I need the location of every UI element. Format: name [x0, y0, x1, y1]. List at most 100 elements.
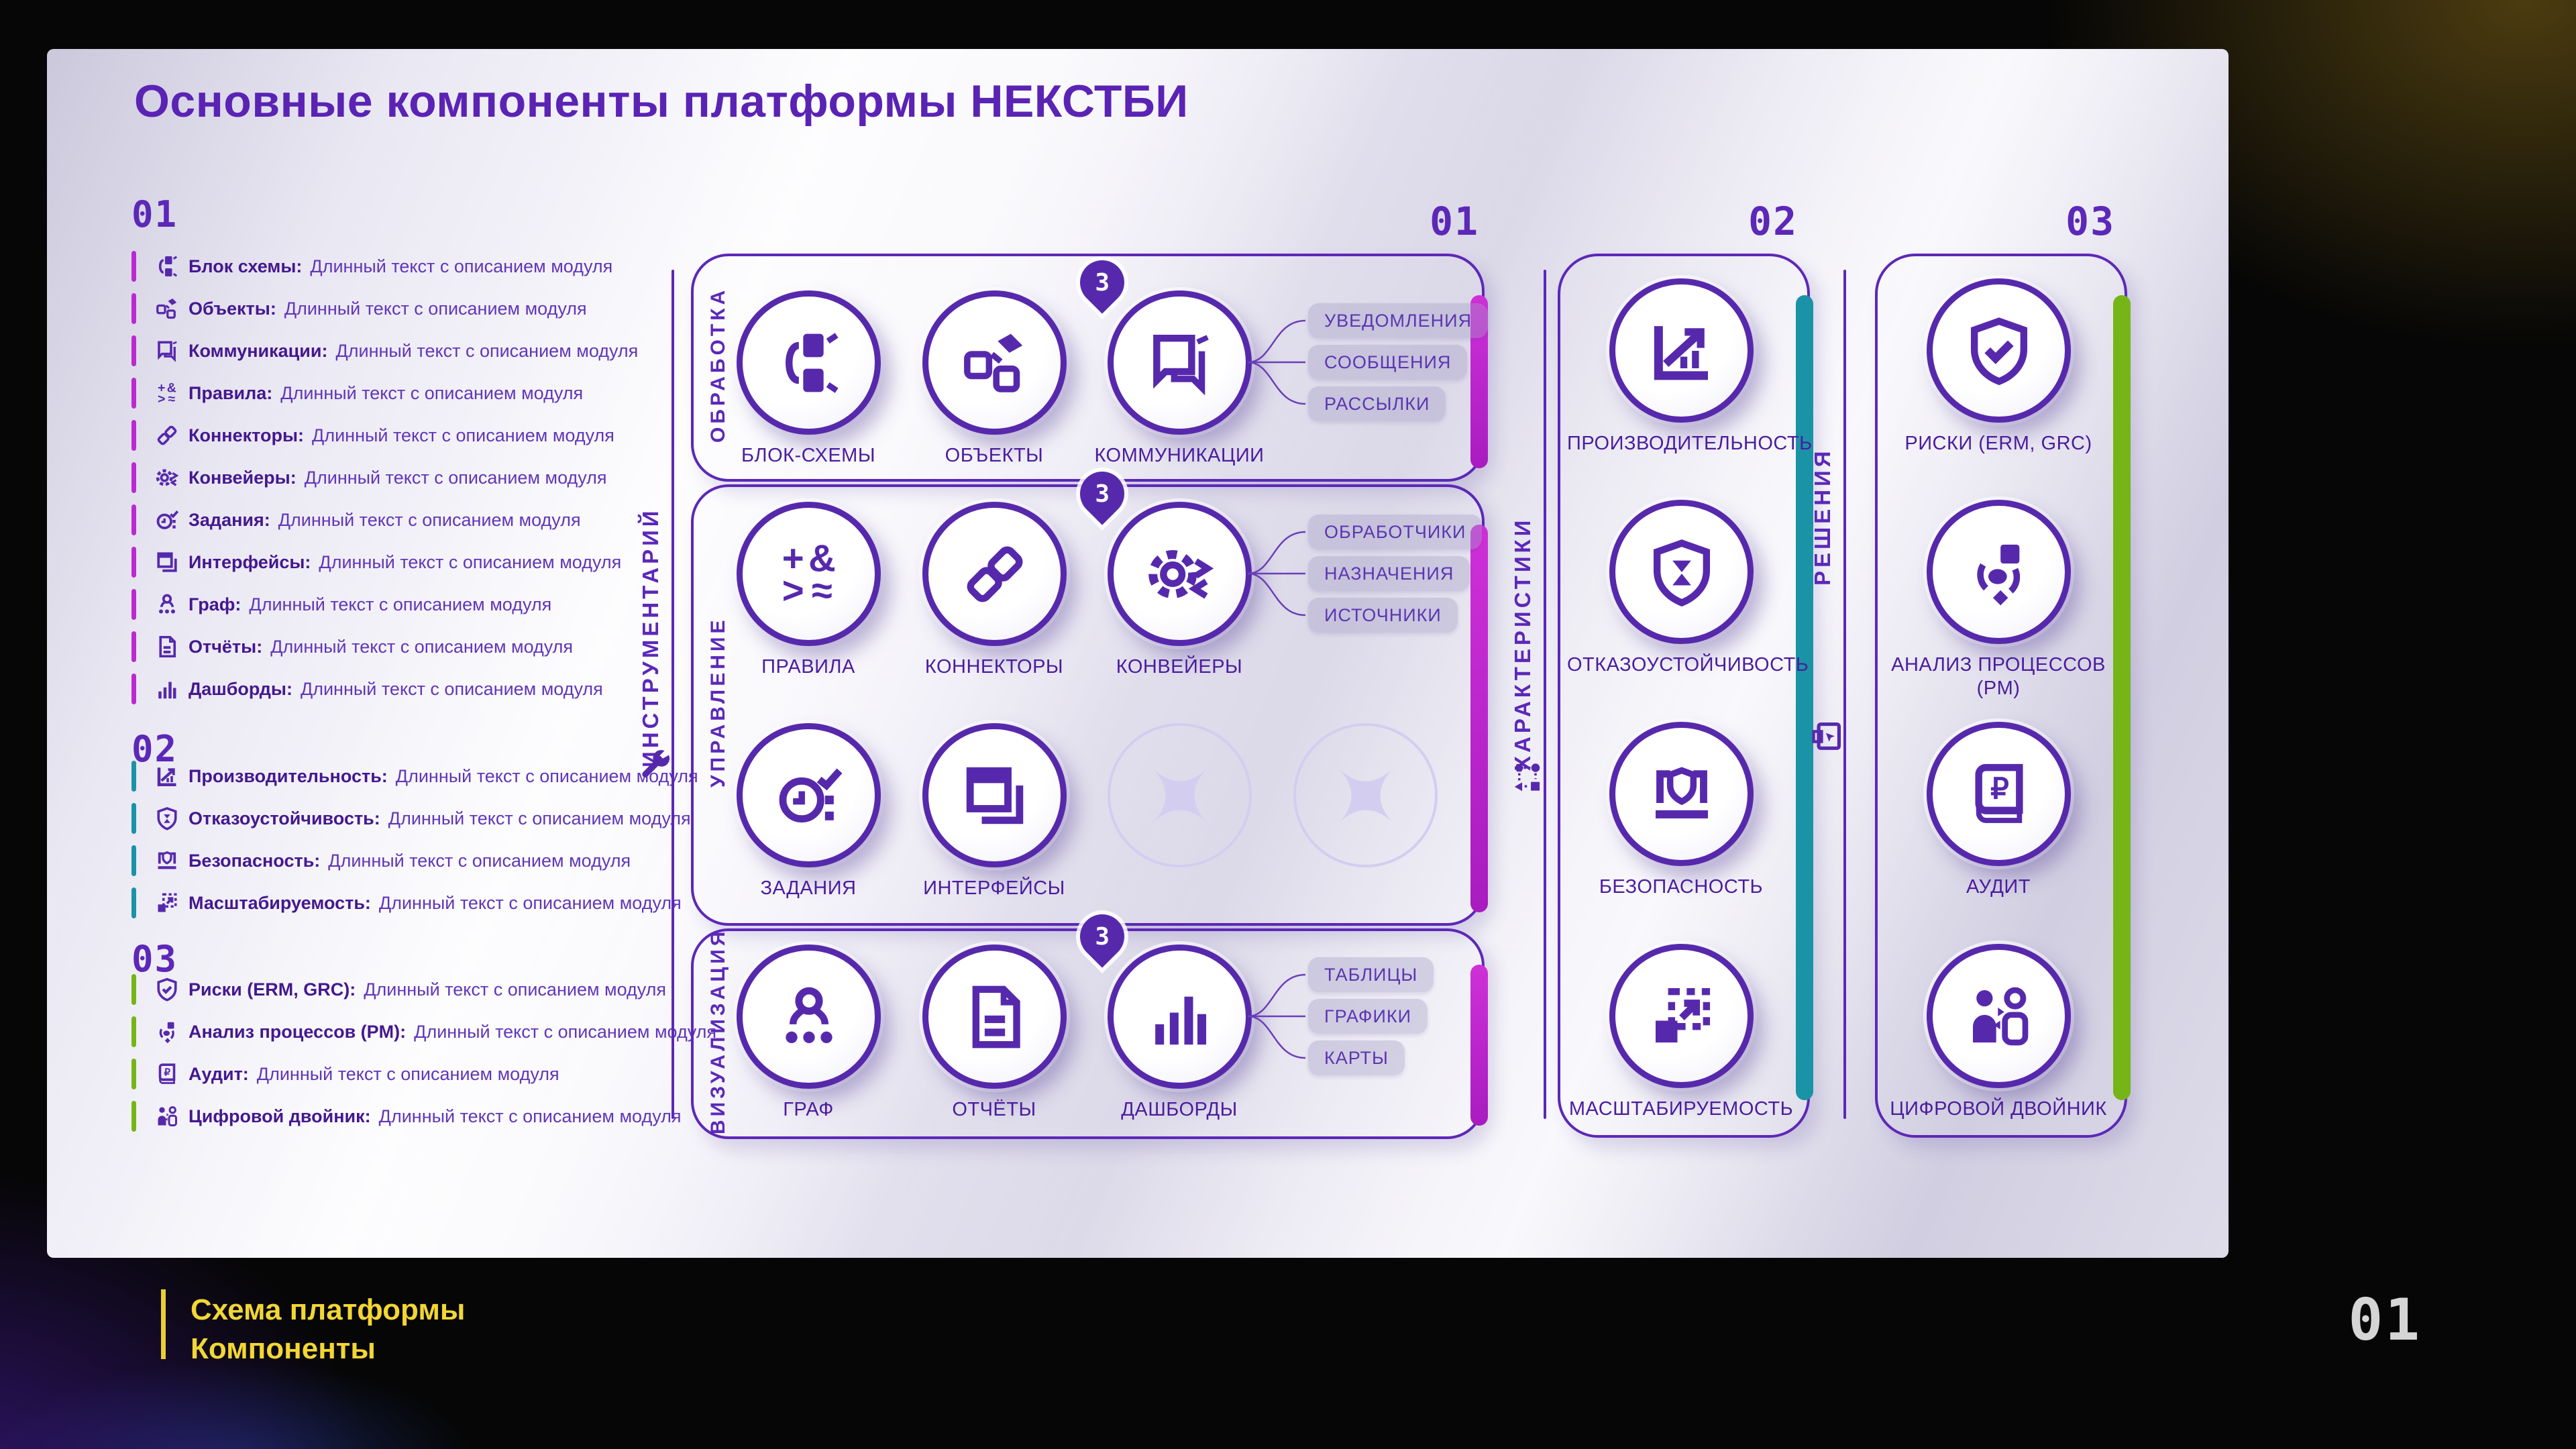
count-badge-value: 3	[1095, 268, 1110, 297]
pipelines-icon	[156, 469, 179, 486]
tools-icon	[642, 750, 670, 777]
legend-item-accent-bar	[131, 251, 136, 282]
module-label: АУДИТ	[1966, 876, 2031, 898]
legend-item-description: Длинный текст с описанием модуля	[249, 594, 552, 614]
count-badge-value: 3	[1095, 480, 1110, 508]
group-accent-bar	[1470, 965, 1488, 1126]
sub-item-tag: СООБЩЕНИЯ	[1308, 345, 1468, 380]
legend-item: Коммуникации:Длинный текст с описанием м…	[131, 331, 638, 370]
interfaces-icon	[157, 552, 177, 572]
footer-page-number: 01	[2348, 1287, 2422, 1354]
dashboards-icon	[151, 676, 183, 702]
module-label: ПРАВИЛА	[761, 656, 855, 678]
security-icon	[151, 847, 183, 874]
shapes-icon	[1509, 759, 1544, 794]
performance-icon	[1654, 325, 1708, 380]
legend-item: Задания:Длинный текст с описанием модуля	[131, 500, 581, 539]
module-circle	[1927, 944, 2071, 1088]
module-circle	[922, 290, 1067, 435]
sub-item-tag: ИСТОЧНИКИ	[1308, 598, 1458, 633]
flowchart-icon	[151, 253, 183, 280]
module-circle	[922, 945, 1067, 1089]
module-circle	[1609, 500, 1754, 644]
legend-item-accent-bar	[131, 888, 136, 918]
legend-item-description: Длинный текст с описанием модуля	[278, 509, 581, 530]
module-circle	[1609, 722, 1754, 866]
legend-item: Отчёты:Длинный текст с описанием модуля	[131, 627, 573, 666]
performance-icon	[157, 767, 176, 786]
legend-item-description: Длинный текст с описанием модуля	[280, 382, 584, 403]
legend-item: Масштабируемость:Длинный текст с описани…	[131, 883, 682, 922]
footer-accent-bar	[161, 1289, 166, 1359]
risk-icon	[151, 976, 183, 1003]
legend-item-accent-bar	[131, 845, 136, 876]
page-title: Основные компоненты платформы НЕКСТБИ	[134, 76, 1189, 127]
count-badge-value: 3	[1095, 922, 1110, 951]
communications-icon	[158, 341, 177, 362]
legend-item-label: Коннекторы:	[189, 425, 305, 445]
module-label: КОНВЕЙЕРЫ	[1116, 656, 1243, 678]
legend-item-description: Длинный текст с описанием модуля	[328, 850, 631, 871]
module-circle	[1108, 502, 1252, 646]
objects-icon	[151, 295, 183, 322]
objects-icon	[156, 299, 177, 319]
legend-item-label: Дашборды:	[189, 678, 292, 699]
failover-icon	[151, 805, 183, 832]
legend-section-number: 01	[131, 193, 178, 235]
communications-icon	[151, 337, 183, 364]
reports-icon	[151, 633, 183, 660]
module-circle	[1927, 278, 2071, 423]
legend-item-label: Объекты:	[189, 298, 276, 319]
placeholder-circle	[1293, 723, 1438, 867]
svg-text:+: +	[782, 539, 804, 580]
legend-item-label: Блок схемы:	[189, 256, 303, 276]
legend-item: Блок схемы:Длинный текст с описанием мод…	[131, 247, 612, 286]
risk-icon	[1970, 317, 2027, 385]
legend-item-description: Длинный текст с описанием модуля	[304, 467, 607, 488]
sub-item-tag: КАРТЫ	[1308, 1040, 1405, 1075]
interfaces-icon	[151, 549, 183, 576]
side-bracket-line	[1843, 270, 1846, 1119]
legend-item-label: Риски (ERM, GRC):	[189, 979, 356, 1000]
module-circle	[922, 723, 1067, 867]
svg-text:≈: ≈	[812, 569, 833, 609]
legend-item-label: Отчёты:	[189, 636, 263, 657]
module-label: БЕЗОПАСНОСТЬ	[1599, 876, 1764, 898]
rules-icon: +&>≈	[158, 381, 176, 405]
scalability-icon	[1655, 987, 1710, 1042]
legend-item-label: Масштабируемость:	[189, 892, 371, 913]
pipelines-icon	[1148, 549, 1214, 599]
module-circle	[737, 945, 881, 1089]
sub-item-tag: ГРАФИКИ	[1308, 999, 1428, 1034]
flowchart-icon	[785, 332, 839, 393]
twin-icon	[158, 1106, 177, 1126]
connectors-icon	[157, 425, 177, 445]
security-icon	[1655, 766, 1708, 818]
tag-connector-lines	[1247, 973, 1306, 1059]
reports-icon	[972, 985, 1020, 1048]
rules-icon: +&>≈	[151, 380, 183, 407]
legend-item-description: Длинный текст с описанием модуля	[319, 551, 622, 572]
legend-item-accent-bar	[131, 761, 136, 792]
side-bracket-line	[1544, 270, 1546, 1119]
legend-item-accent-bar	[131, 378, 136, 409]
module-label: ГРАФ	[783, 1099, 834, 1120]
svg-text:≈: ≈	[168, 392, 175, 405]
dashboards-icon	[1155, 996, 1206, 1044]
svg-text:₽: ₽	[164, 1067, 171, 1078]
svg-text:₽: ₽	[1990, 773, 2009, 805]
main-card	[47, 49, 2229, 1258]
legend-item: Объекты:Длинный текст с описанием модуля	[131, 289, 587, 328]
graph-icon	[785, 987, 833, 1043]
shapes-icon	[1514, 763, 1540, 792]
legend-section-number: 03	[131, 938, 178, 980]
connectors-icon	[967, 546, 1022, 602]
legend-item: Производительность:Длинный текст с описа…	[131, 757, 698, 796]
tools-icon	[637, 746, 672, 781]
column-accent-bar	[1796, 295, 1813, 1100]
legend-item-label: Анализ процессов (PM):	[189, 1021, 407, 1042]
scalability-icon	[151, 890, 183, 916]
solutions-icon	[1812, 722, 1841, 750]
legend-item: Коннекторы:Длинный текст с описанием мод…	[131, 416, 614, 455]
communications-icon	[1152, 334, 1209, 395]
